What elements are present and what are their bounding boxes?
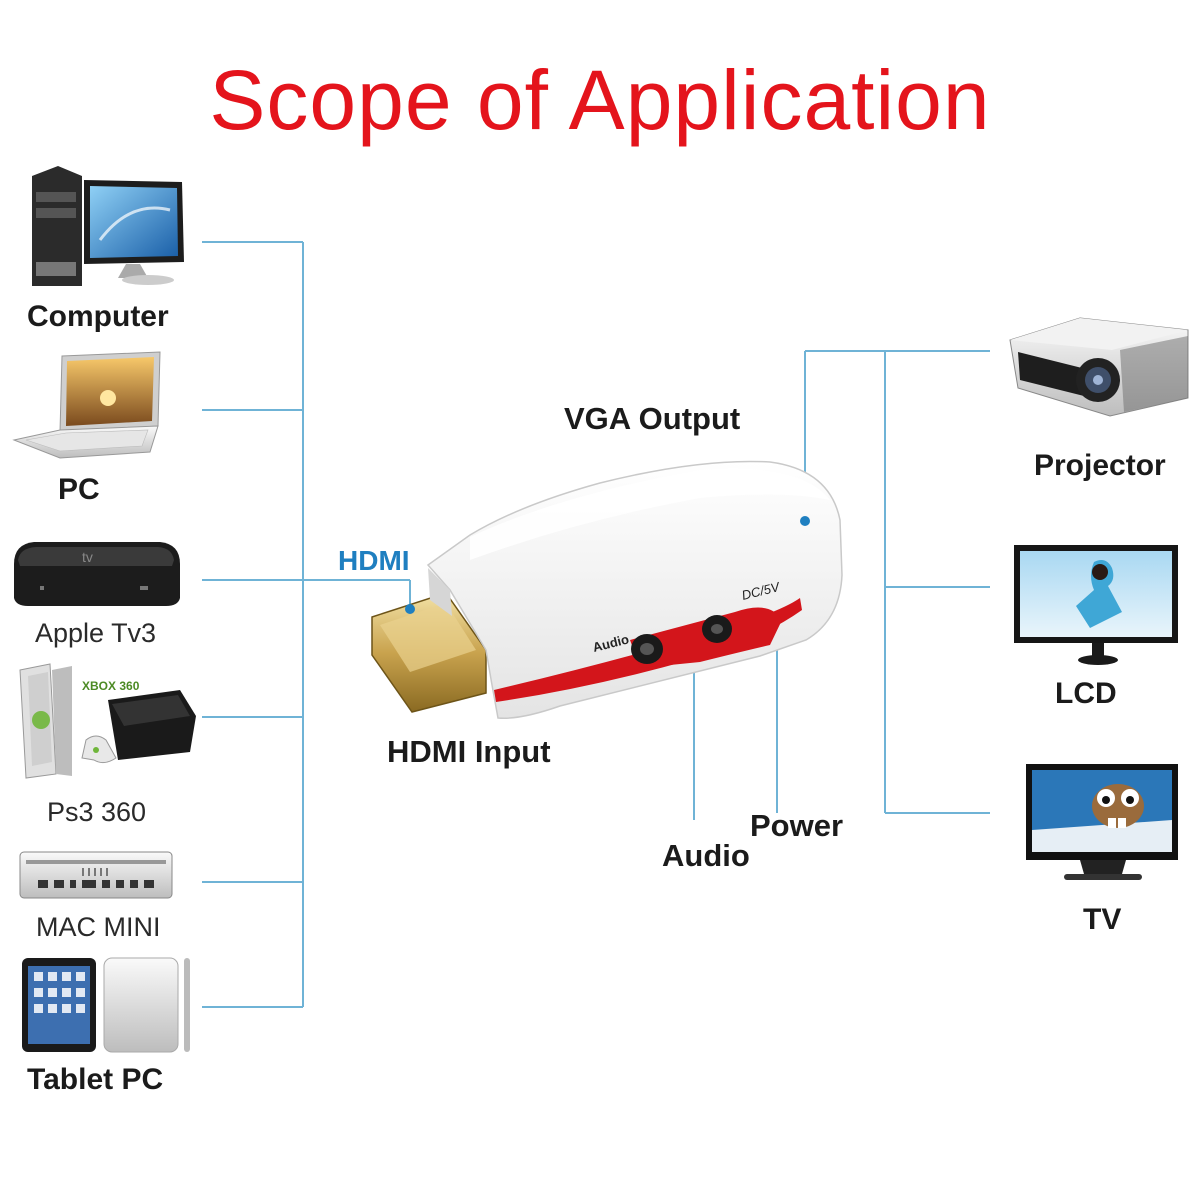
projector-icon (1009, 317, 1189, 417)
laptop-icon (12, 351, 161, 459)
hdmi-connection-dot (405, 604, 415, 614)
page-title: Scope of Application (209, 53, 991, 147)
xbox-logo-text: XBOX 360 (82, 679, 140, 693)
svg-text:tv: tv (82, 549, 93, 565)
mac-mini-icon (19, 851, 173, 899)
apple-tv-icon: tv (14, 542, 180, 606)
source-connector-lines (202, 241, 411, 1008)
source-label-game-console: Ps3 360 (47, 797, 147, 827)
vga-connection-dot (800, 516, 810, 526)
display-label-lcd: LCD (1055, 677, 1117, 710)
tablet-icon (22, 957, 190, 1053)
hdmi-connector-label: HDMI (338, 545, 410, 576)
lcd-monitor-icon (1014, 545, 1178, 665)
source-label-pc: PC (58, 473, 100, 506)
vga-output-label: VGA Output (564, 401, 741, 436)
power-label: Power (750, 808, 844, 843)
source-label-tablet: Tablet PC (27, 1063, 164, 1096)
source-label-computer: Computer (27, 300, 169, 333)
hdmi-to-vga-adapter-icon: Audio DC/5V (371, 460, 843, 719)
desktop-computer-icon (32, 166, 184, 286)
display-label-tv: TV (1083, 903, 1122, 936)
display-label-projector: Projector (1034, 449, 1166, 482)
hdmi-input-label: HDMI Input (387, 734, 551, 769)
source-label-apple-tv: Apple Tv3 (35, 618, 157, 648)
display-connector-lines (693, 350, 990, 820)
tv-icon (1026, 764, 1178, 880)
game-console-icon: XBOX 360 (19, 663, 196, 779)
audio-label: Audio (662, 838, 750, 873)
source-label-mac-mini: MAC MINI (36, 912, 161, 942)
